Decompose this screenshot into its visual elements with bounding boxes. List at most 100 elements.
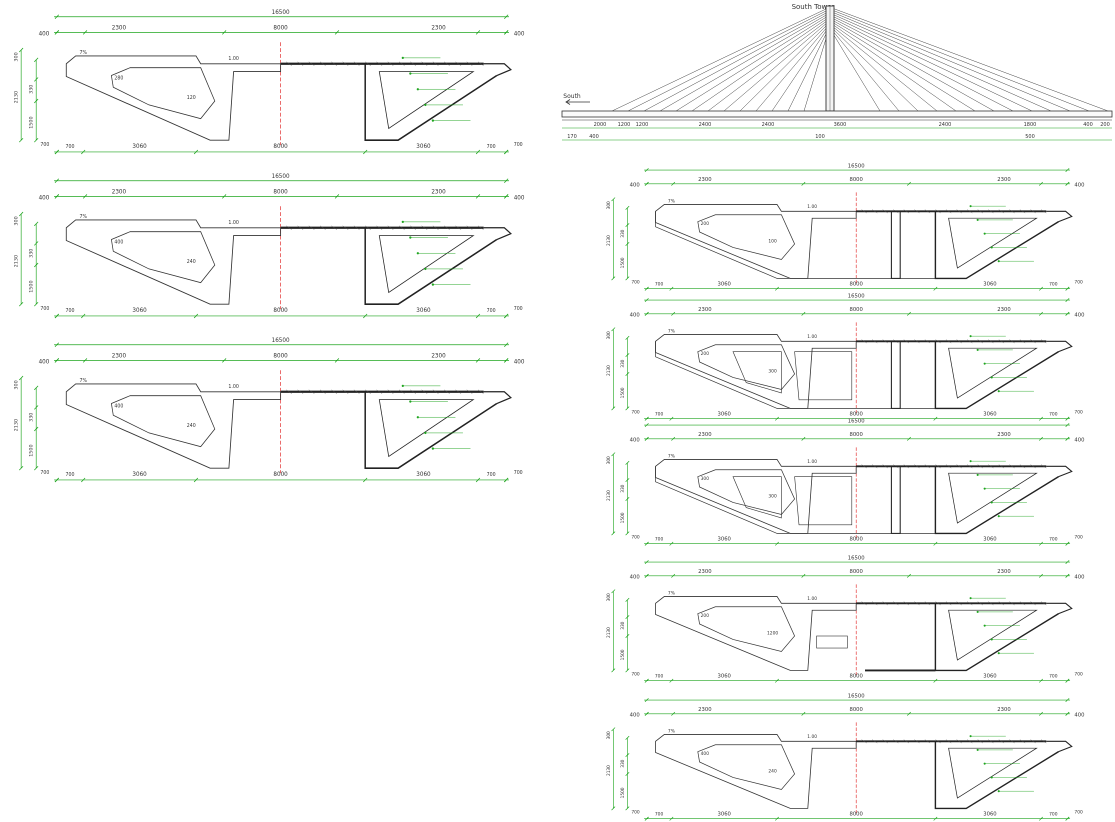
dimension-label: 2130 bbox=[606, 765, 612, 776]
span-label: 1200 bbox=[618, 122, 631, 128]
dimension-label: 700 bbox=[66, 308, 75, 314]
dimension-tick bbox=[363, 477, 368, 483]
deck-hatch bbox=[977, 209, 984, 214]
dimension-label: 2300 bbox=[698, 569, 711, 575]
deck-hatch bbox=[477, 389, 484, 394]
dimension-tick bbox=[644, 560, 649, 565]
deck-hatch bbox=[924, 339, 931, 344]
dimension-tick bbox=[54, 30, 60, 35]
steel-box-inner bbox=[378, 71, 475, 130]
tower-elevation: South Tower South 2000 1200 1200 2400 24… bbox=[561, 3, 1113, 141]
dimension-label: 16500 bbox=[272, 338, 290, 344]
dimension-tick bbox=[34, 77, 39, 82]
rebar-marker bbox=[983, 232, 986, 235]
dimension-label: 700 bbox=[1049, 811, 1058, 817]
dimension-tick bbox=[81, 149, 86, 155]
stay-cable bbox=[755, 25, 829, 112]
deck-hatch bbox=[914, 209, 920, 214]
deck-hatch bbox=[924, 601, 931, 606]
dimension-label: 300 bbox=[606, 731, 612, 739]
bottom-slab bbox=[655, 466, 936, 534]
dimension-tick bbox=[1065, 181, 1070, 186]
stay-cable bbox=[831, 11, 1071, 112]
dimension-label: 16500 bbox=[272, 174, 290, 180]
dimension-label: 400 bbox=[514, 359, 525, 365]
deck-hatch bbox=[871, 339, 878, 344]
deck-hatch bbox=[924, 464, 931, 469]
dimension-tick bbox=[54, 358, 60, 363]
void-outline bbox=[697, 606, 796, 652]
dimension-label: 2130 bbox=[13, 255, 19, 267]
rebar-marker bbox=[416, 252, 419, 255]
dimension-tick bbox=[933, 286, 938, 291]
dimension-label: 3060 bbox=[717, 811, 730, 817]
dimension-tick bbox=[671, 181, 676, 186]
rebar-marker bbox=[431, 119, 435, 122]
dimension-label: 300 bbox=[13, 380, 19, 389]
dimension-label: 280 bbox=[114, 75, 123, 81]
deck-hatch bbox=[353, 225, 360, 230]
dimension-label: 1500 bbox=[620, 257, 626, 268]
dimension-label: 3060 bbox=[983, 536, 996, 542]
deck-hatch bbox=[365, 389, 371, 394]
dimension-label: 8000 bbox=[849, 307, 862, 313]
dimension-tick bbox=[475, 313, 481, 319]
dimension-label: 200 bbox=[701, 613, 710, 619]
dimension-tick bbox=[625, 276, 630, 281]
dimension-tick bbox=[671, 311, 676, 316]
dimension-label: 16500 bbox=[848, 556, 865, 562]
dimension-tick bbox=[82, 30, 88, 35]
dimension-tick bbox=[193, 149, 199, 155]
tower-title: South Tower bbox=[792, 3, 835, 11]
station-label: 400 bbox=[589, 134, 599, 140]
cell-outline bbox=[794, 351, 853, 401]
dimension-label: 2300 bbox=[112, 189, 127, 195]
dimension-label: 400 bbox=[630, 182, 640, 188]
deck-hatch bbox=[956, 464, 962, 469]
stay-cable bbox=[831, 27, 919, 112]
dimension-tick bbox=[625, 597, 630, 602]
dimension-tick bbox=[625, 460, 630, 465]
dimension-label: 8000 bbox=[273, 353, 288, 359]
steel-box-outline bbox=[364, 63, 498, 141]
dimension-label: 16500 bbox=[848, 164, 865, 170]
dimension-label: 700 bbox=[631, 672, 640, 678]
dimension-tick bbox=[644, 436, 649, 441]
rebar-marker bbox=[976, 610, 979, 613]
dimension-label: 700 bbox=[1049, 281, 1058, 287]
deck-hatch bbox=[1030, 601, 1036, 606]
dimension-tick bbox=[34, 405, 39, 410]
deck-hatch bbox=[903, 739, 910, 744]
dimension-tick bbox=[644, 181, 649, 186]
rebar-marker bbox=[990, 246, 993, 249]
rebar-marker bbox=[976, 473, 979, 476]
dimension-label: 240 bbox=[187, 259, 196, 265]
dimension-tick bbox=[54, 477, 60, 483]
dimension-tick bbox=[193, 477, 199, 483]
deck-hatch bbox=[966, 601, 973, 606]
deck-hatch bbox=[455, 225, 462, 230]
dimension-label: 400 bbox=[630, 574, 640, 580]
rebar-marker bbox=[990, 638, 993, 641]
dimension-label: 2300 bbox=[112, 25, 127, 31]
dimension-label: 200 bbox=[701, 351, 710, 357]
dimension-label: 3060 bbox=[132, 308, 147, 314]
dimension-tick bbox=[334, 358, 340, 363]
dimension-tick bbox=[1038, 573, 1044, 578]
deck-hatch bbox=[432, 61, 439, 66]
steel-edge bbox=[483, 63, 512, 77]
deck-hatch bbox=[387, 61, 394, 66]
dimension-label: 3060 bbox=[983, 281, 996, 287]
dimension-label: 2300 bbox=[997, 569, 1010, 575]
dimension-tick bbox=[475, 358, 481, 363]
deck-hatch bbox=[444, 61, 450, 66]
deck-hatch bbox=[998, 339, 1005, 344]
deck-hatch bbox=[308, 389, 315, 394]
dimension-tick bbox=[504, 149, 509, 155]
dimension-label: 8000 bbox=[849, 811, 862, 817]
dimension-label: 8000 bbox=[849, 432, 862, 438]
dimension-tick bbox=[801, 436, 806, 441]
steel-edge bbox=[1046, 740, 1073, 753]
dimension-label: 16500 bbox=[848, 419, 865, 425]
